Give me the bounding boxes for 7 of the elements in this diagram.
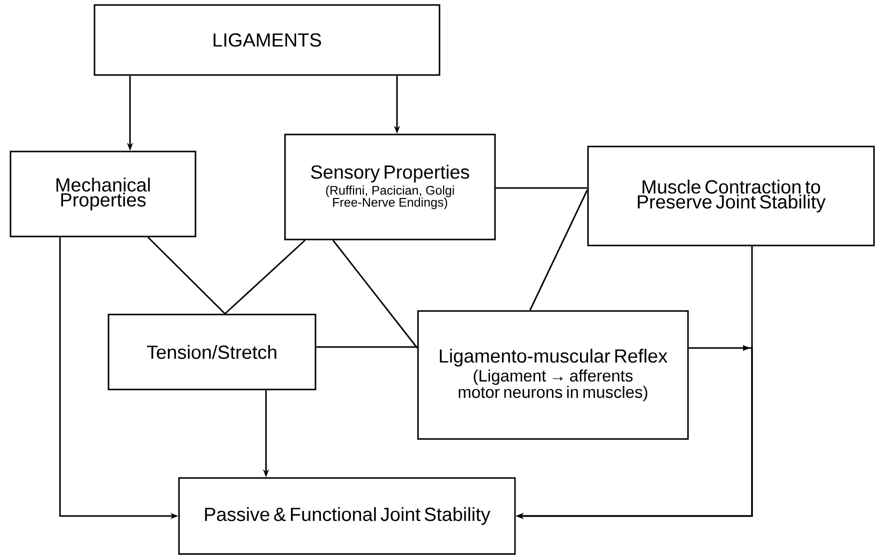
title-box: LIGAMENTS bbox=[94, 4, 440, 76]
process-box: Mechanical Properties bbox=[10, 150, 196, 238]
process-box: Muscle Contraction to Preserve Joint Stability bbox=[587, 146, 875, 246]
process-box: Sensory Properties (Ruffini, Pacician, Golgi Free-Nerve Endings) bbox=[284, 134, 496, 240]
process-box: Passive & Functional Joint Stability bbox=[178, 477, 516, 555]
process-box: Ligamento-muscular Reflex (Ligament → afferents motor neurons in muscles) bbox=[417, 310, 689, 440]
process-box: Tension/Stretch bbox=[108, 314, 316, 390]
